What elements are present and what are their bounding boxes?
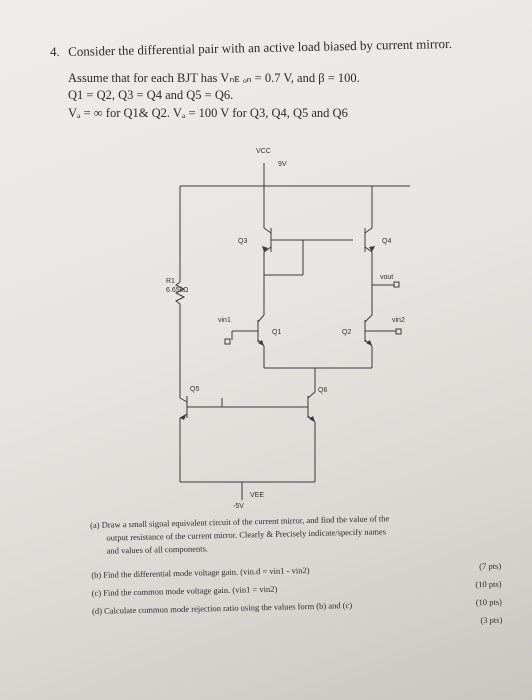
part-b-points: (10 pts) [475, 578, 502, 590]
vout-label: vout [380, 274, 393, 281]
early-voltage-text: Vₐ = ∞ for Q1& Q2. Vₐ = 100 V for Q3, Q4… [68, 106, 348, 120]
q1-label: Q1 [272, 329, 281, 336]
vee-value: -5V [233, 503, 244, 510]
part-c-points: (10 pts) [475, 596, 503, 608]
q3-label: Q3 [238, 238, 247, 245]
vin2-label: vin2 [392, 317, 405, 324]
part-a-points: (7 pts) [479, 560, 502, 572]
r1-value: 6.65kΩ [166, 287, 188, 294]
vcc-label: VCC [256, 148, 271, 155]
r1-name: R1 [166, 278, 175, 285]
q6-label: Q6 [318, 387, 327, 394]
assumption-text: Assume that for each BJT has Vₙᴇ ₒₙ = 0.… [68, 71, 360, 85]
part-d-points: (3 pts) [480, 614, 503, 626]
r1-resistor [174, 281, 186, 305]
q5-label: Q5 [190, 386, 199, 393]
q2-label: Q2 [342, 329, 351, 336]
matching-text: Q1 = Q2, Q3 = Q4 and Q5 = Q6. [68, 88, 234, 102]
problem-number: 4. [50, 44, 60, 59]
vee-label: VEE [250, 492, 264, 499]
vin1-label: vin1 [218, 317, 231, 324]
vcc-value: 9V [278, 161, 287, 168]
q4-label: Q4 [382, 238, 391, 245]
